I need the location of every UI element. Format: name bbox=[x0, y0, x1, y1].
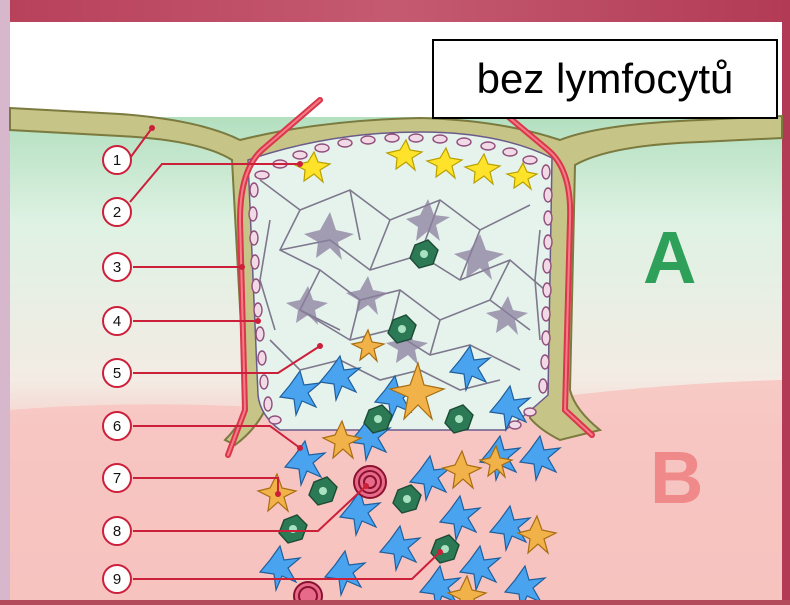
marker-1: 1 bbox=[102, 145, 132, 175]
marker-3: 3 bbox=[102, 252, 132, 282]
marker-6: 6 bbox=[102, 411, 132, 441]
marker-8: 8 bbox=[102, 516, 132, 546]
marker-4: 4 bbox=[102, 306, 132, 336]
marker-2: 2 bbox=[102, 197, 132, 227]
caption-text: bez lymfocytů bbox=[477, 55, 734, 103]
caption-box: bez lymfocytů bbox=[432, 39, 778, 119]
marker-7: 7 bbox=[102, 463, 132, 493]
marker-9: 9 bbox=[102, 564, 132, 594]
region-label-a: A bbox=[643, 215, 696, 300]
marker-5: 5 bbox=[102, 358, 132, 388]
region-label-b: B bbox=[650, 435, 703, 520]
left-tissue-strip bbox=[0, 0, 10, 600]
